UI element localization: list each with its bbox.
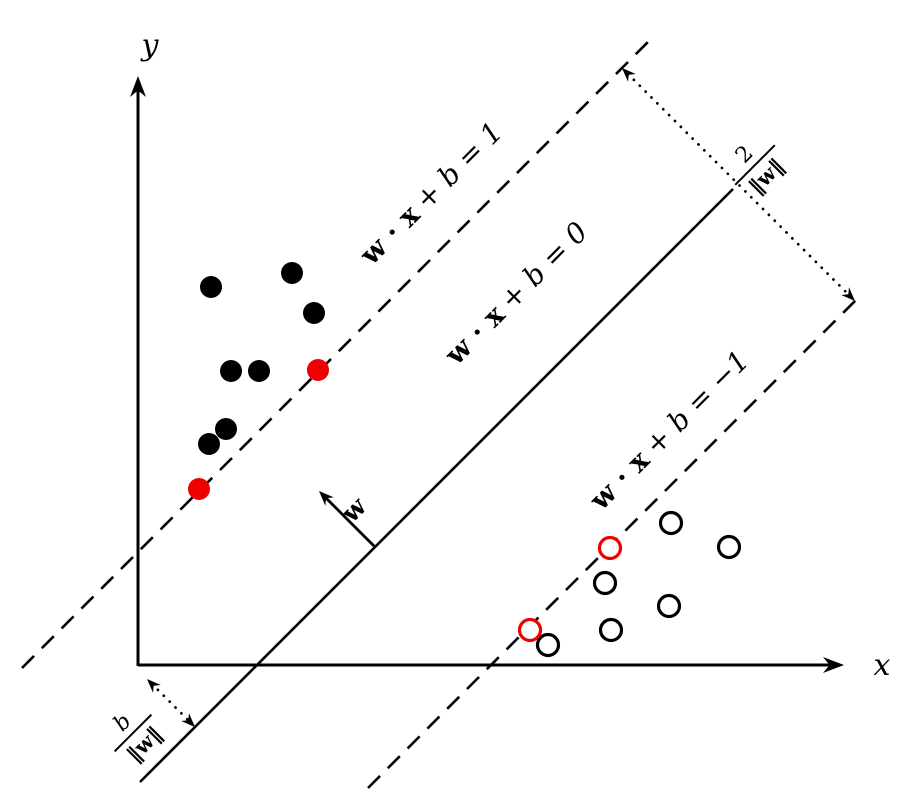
positive-margin-line	[21, 39, 651, 669]
bias-offset-fraction: b ‖w‖	[109, 709, 167, 767]
negative-point	[592, 570, 618, 596]
arrowhead-icon	[622, 68, 636, 82]
label-vector-part: w · x	[582, 443, 656, 517]
bias-offset-annotation: b ‖w‖	[109, 679, 195, 767]
positive-support-vector	[188, 478, 210, 500]
negative-class-points	[535, 510, 742, 658]
y-axis-label: y	[140, 28, 160, 63]
hyperplane-equation-labels: w · x+ b = 1 w · x+ b = 0 w · x+ b = −1	[353, 115, 756, 517]
negative-support-vector	[517, 617, 543, 643]
negative-point	[658, 510, 684, 536]
weight-vector-arrow	[324, 496, 375, 547]
fraction-bar	[734, 144, 776, 186]
label-equation-part: + b = 0	[494, 215, 595, 316]
label-vector-part: w · x	[438, 298, 512, 372]
positive-point	[215, 418, 237, 440]
decision-boundary-label: w · x+ b = 0	[438, 215, 595, 372]
negative-point	[716, 534, 742, 560]
label-equation-part: + b = 1	[409, 115, 510, 216]
label-vector-part: w · x	[353, 198, 427, 272]
positive-point	[281, 262, 303, 284]
decision-boundary-line	[139, 188, 734, 783]
positive-point	[200, 276, 222, 298]
negative-support-vector	[597, 535, 623, 561]
positive-point	[220, 360, 242, 382]
x-axis-label: x	[874, 648, 891, 683]
bias-offset-arrow	[150, 682, 192, 724]
arrowhead-icon	[181, 713, 195, 727]
positive-point	[248, 360, 270, 382]
positive-margin-label: w · x+ b = 1	[353, 115, 510, 272]
arrowhead-icon	[319, 491, 334, 506]
positive-support-vector	[307, 359, 329, 381]
arrowhead-icon	[147, 679, 161, 693]
weight-vector: w	[319, 491, 375, 547]
positive-point	[198, 433, 220, 455]
y-axis-arrowhead-icon	[130, 76, 146, 97]
positive-class-points	[198, 262, 325, 455]
positive-point	[303, 302, 325, 324]
x-axis-arrowhead-icon	[823, 657, 844, 673]
negative-point	[535, 632, 561, 658]
label-equation-part: + b = −1	[638, 344, 755, 461]
fraction-bar	[113, 713, 153, 753]
axes: y x	[130, 28, 891, 683]
positive-support-vectors	[188, 359, 329, 500]
weight-vector-label: w	[335, 491, 373, 529]
negative-support-vectors	[517, 535, 623, 643]
negative-point	[598, 617, 624, 643]
negative-point	[656, 593, 682, 619]
negative-margin-label: w · x+ b = −1	[582, 344, 755, 517]
arrowhead-icon	[841, 287, 855, 301]
